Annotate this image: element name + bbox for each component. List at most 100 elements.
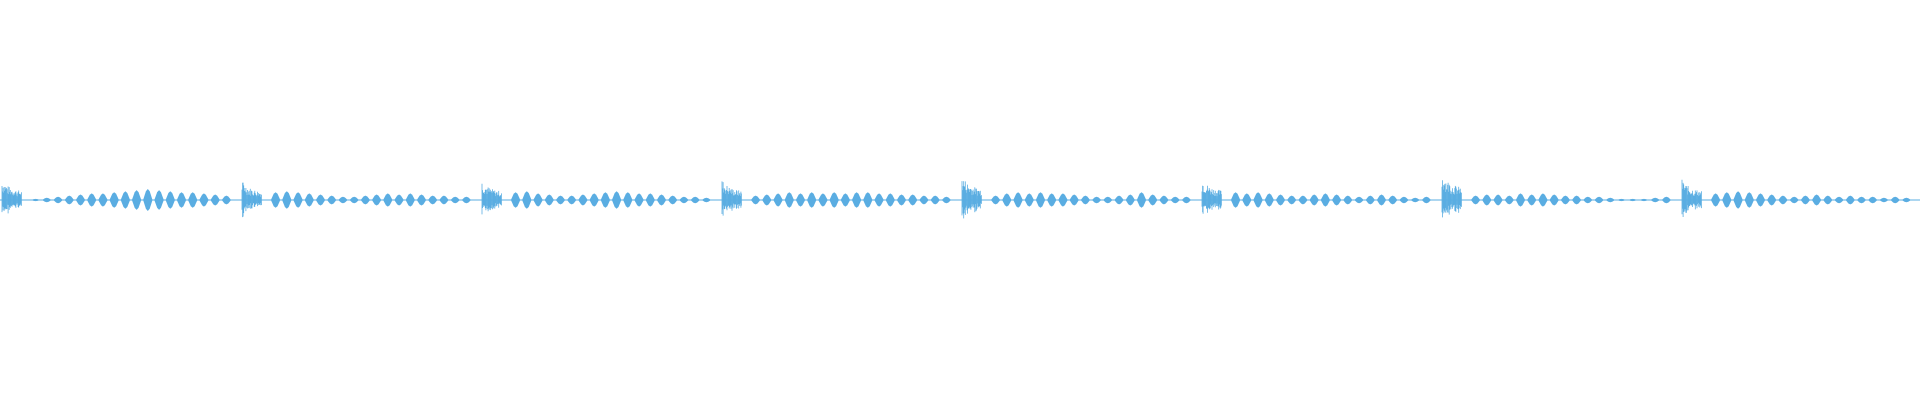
syllable-blob bbox=[611, 191, 622, 209]
syllable-blob bbox=[1399, 196, 1409, 204]
syllable-blob bbox=[510, 192, 521, 208]
syllable-blob bbox=[1170, 196, 1180, 204]
syllable-blob bbox=[304, 193, 314, 207]
syllable-blob bbox=[1710, 193, 1721, 207]
syllable-blob bbox=[555, 195, 566, 205]
syllable-blob bbox=[919, 195, 929, 205]
syllable-blob bbox=[176, 192, 187, 208]
syllable-blob bbox=[1722, 192, 1732, 208]
syllable-blob bbox=[1354, 196, 1364, 204]
syllable-blob bbox=[750, 195, 761, 205]
syllable-blob bbox=[405, 193, 415, 207]
syllable-blob bbox=[1856, 196, 1867, 204]
syllable-blob bbox=[1733, 191, 1743, 209]
syllable-blob bbox=[1242, 193, 1252, 207]
syllable-blob bbox=[1013, 192, 1023, 208]
syllable-blob bbox=[416, 194, 427, 206]
syllable-blob bbox=[1583, 196, 1593, 204]
syllable-blob bbox=[1309, 194, 1319, 206]
syllable-blob bbox=[874, 193, 884, 207]
syllable-blob bbox=[109, 192, 119, 208]
syllable-blob bbox=[1388, 195, 1398, 205]
syllable-blob bbox=[1890, 196, 1900, 204]
syllable-blob bbox=[840, 193, 851, 207]
syllable-blob bbox=[1114, 195, 1124, 205]
syllable-blob bbox=[1845, 195, 1855, 205]
syllable-blob bbox=[165, 191, 175, 209]
syllable-blob bbox=[1148, 194, 1158, 206]
syllable-blob bbox=[1275, 194, 1286, 206]
syllable-blob bbox=[1421, 196, 1432, 204]
syllable-blob bbox=[656, 194, 667, 206]
syllable-blob bbox=[1504, 195, 1514, 205]
syllable-blob bbox=[1125, 194, 1135, 206]
syllable-blob bbox=[1091, 196, 1102, 204]
syllable-blob bbox=[1264, 193, 1274, 207]
syllable-blob bbox=[679, 196, 689, 204]
syllable-blob bbox=[1035, 192, 1046, 208]
syllable-blob bbox=[87, 193, 97, 207]
syllable-blob bbox=[282, 191, 292, 209]
syllable-blob bbox=[784, 192, 794, 208]
waveform-segment bbox=[1441, 180, 1672, 218]
syllable-blob bbox=[349, 196, 359, 204]
syllable-blob bbox=[383, 193, 393, 207]
syllable-blob bbox=[1136, 192, 1147, 208]
syllable-blob bbox=[1080, 195, 1091, 205]
syllable-blob bbox=[896, 194, 907, 206]
syllable-blob bbox=[634, 193, 644, 207]
waveform-segment bbox=[1681, 179, 1912, 217]
syllable-blob bbox=[690, 196, 700, 204]
syllable-blob bbox=[1159, 195, 1169, 205]
syllable-blob bbox=[773, 193, 783, 207]
syllable-blob bbox=[941, 196, 952, 204]
syllable-blob bbox=[578, 194, 588, 206]
syllable-blob bbox=[221, 195, 232, 205]
syllable-blob bbox=[338, 196, 348, 204]
syllable-blob bbox=[1560, 195, 1571, 205]
syllable-blob bbox=[120, 191, 131, 209]
syllable-blob bbox=[210, 194, 220, 206]
syllable-blob bbox=[371, 194, 382, 206]
syllable-blob bbox=[75, 194, 86, 206]
syllable-blob bbox=[1628, 198, 1638, 202]
waveform-segment bbox=[1, 186, 232, 214]
syllable-blob bbox=[1639, 198, 1649, 202]
syllable-blob bbox=[1287, 195, 1297, 205]
syllable-blob bbox=[1744, 192, 1754, 208]
syllable-blob bbox=[1253, 192, 1263, 208]
syllable-blob bbox=[199, 193, 209, 207]
syllable-blob bbox=[42, 197, 52, 203]
syllable-blob bbox=[461, 196, 472, 204]
waveform-segment bbox=[241, 182, 472, 218]
syllable-blob bbox=[930, 195, 940, 205]
syllable-blob bbox=[1320, 193, 1331, 207]
syllable-blob bbox=[1410, 197, 1420, 203]
waveform-segment bbox=[481, 183, 712, 215]
syllable-blob bbox=[1470, 195, 1481, 205]
syllable-blob bbox=[795, 193, 806, 207]
syllable-blob bbox=[1800, 195, 1811, 205]
syllable-blob bbox=[1365, 195, 1375, 205]
syllable-blob bbox=[1650, 197, 1660, 203]
syllable-blob bbox=[589, 193, 599, 207]
syllable-blob bbox=[1811, 194, 1822, 206]
syllable-blob bbox=[154, 190, 164, 210]
syllable-blob bbox=[885, 193, 895, 207]
syllable-blob bbox=[544, 194, 554, 206]
syllable-blob bbox=[327, 195, 337, 205]
syllable-blob bbox=[1767, 194, 1777, 206]
syllable-blob bbox=[1181, 196, 1192, 204]
syllable-blob bbox=[1834, 196, 1844, 204]
syllable-blob bbox=[990, 195, 1001, 205]
syllable-blob bbox=[908, 194, 918, 206]
syllable-blob bbox=[270, 192, 281, 208]
syllable-blob bbox=[1047, 193, 1057, 207]
syllable-blob bbox=[1482, 194, 1492, 206]
syllable-blob bbox=[30, 198, 41, 202]
syllable-blob bbox=[131, 190, 142, 210]
syllable-blob bbox=[701, 197, 712, 203]
syllable-blob bbox=[1616, 198, 1627, 202]
syllable-blob bbox=[188, 192, 198, 208]
